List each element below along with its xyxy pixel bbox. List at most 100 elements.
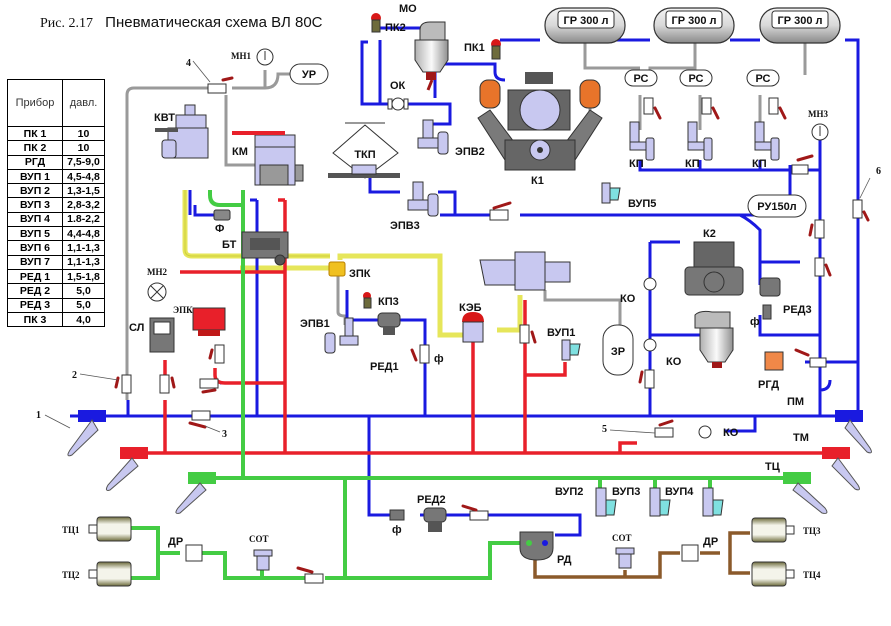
pressure-cell: 4,4-4,8 [62, 226, 105, 242]
red2-reducer [423, 507, 447, 532]
vup5-valve [601, 182, 621, 204]
bt-block [241, 231, 289, 266]
speed-recorder-sl [149, 317, 175, 353]
device-cell: ВУП 5 [7, 226, 63, 242]
kp3-label: КП3 [378, 296, 399, 308]
tc3-label: ТЦ3 [803, 526, 821, 536]
pressure-switch-3: РС [746, 69, 780, 87]
col-header-device: Прибор [7, 79, 63, 127]
dr-label-right: ДР [703, 536, 718, 548]
epv1-valve [324, 317, 359, 354]
choke-dr-right [681, 544, 699, 562]
svg-text:УР: УР [302, 69, 316, 81]
col-header-pressure: давл. [62, 79, 105, 127]
kp-label-2: КП [685, 158, 700, 170]
end-cock-pm-right [835, 410, 872, 454]
pressure-cell: 1,1-1,3 [62, 240, 105, 256]
choke-dr-left [185, 544, 203, 562]
main-reservoir-2: ГР 300 л [653, 7, 735, 44]
svg-text:РС: РС [688, 73, 703, 85]
red3-reducer [759, 277, 781, 320]
gauge-mn1 [256, 48, 274, 66]
device-cell: ПК 3 [7, 311, 63, 328]
callout-1: 1 [36, 410, 41, 421]
device-cell: ВУП 7 [7, 254, 63, 270]
pressure-cell: 4,5-4,8 [62, 168, 105, 185]
kvt-brake-valve [155, 104, 209, 159]
sot-label-left: СОТ [249, 534, 269, 544]
sot-sensor-left [253, 549, 273, 571]
kvt-label: КВТ [154, 112, 175, 124]
tc4-label: ТЦ4 [803, 570, 821, 580]
epv3-label: ЭПВ3 [390, 220, 420, 232]
bt-label: БТ [222, 239, 237, 251]
gauge-mn3 [811, 123, 829, 141]
ko-label-1: КО [620, 293, 636, 305]
tc-label: ТЦ [765, 461, 780, 473]
main-reservoir-3: ГР 300 л [759, 7, 841, 44]
callout-2: 2 [72, 370, 77, 381]
vup5-label: ВУП5 [628, 198, 656, 210]
pk1-label: ПК1 [464, 42, 485, 54]
gauge-mn2 [147, 282, 167, 302]
epk-label: ЭПК [173, 305, 193, 315]
filter-f [213, 209, 231, 221]
brake-cylinder-tc2 [88, 561, 132, 587]
rd-pipes [533, 531, 750, 579]
callout-5: 5 [602, 424, 607, 435]
end-cocks [67, 410, 872, 514]
ok-label: ОК [390, 80, 406, 92]
device-cell: ВУП 2 [7, 183, 63, 199]
compressor-k1 [477, 72, 603, 171]
end-cock-pm-left [67, 410, 106, 457]
tkp-device [328, 122, 400, 179]
figure-number: Рис. 2.17 [40, 16, 93, 31]
epv1-label: ЭПВ1 [300, 318, 330, 330]
phi-label-red2: ф [392, 524, 402, 536]
device-cell: РЕД 2 [7, 283, 63, 299]
vup4-valve [702, 487, 724, 517]
safety-valve-pk1 [491, 39, 501, 60]
callout-6: 6 [876, 166, 881, 177]
aux-pipes [125, 42, 807, 400]
air-distributor [479, 251, 571, 291]
valve-handles [114, 76, 870, 574]
end-cock-tc-left [175, 472, 216, 514]
km-driver-valve [232, 131, 304, 186]
reservoir-ru150: РУ150л [747, 194, 807, 218]
mn3-label: МН3 [808, 109, 828, 119]
phi-label-red1: ф [434, 353, 444, 365]
vup2-label: ВУП2 [555, 486, 583, 498]
device-cell: ВУП 3 [7, 197, 63, 213]
shutoff-valves [121, 83, 863, 584]
brake-cylinder-tc4 [751, 561, 795, 587]
phi-label-red3: ф [750, 316, 760, 328]
k1-label: К1 [531, 175, 544, 187]
mn2-label: МН2 [147, 267, 167, 277]
gr1-label: ГР 300 л [563, 15, 608, 27]
check-valve-ok [387, 97, 409, 111]
epv2-valve [417, 119, 449, 155]
device-cell: ВУП 1 [7, 168, 63, 185]
main-reservoir-1: ГР 300 л [544, 7, 626, 44]
pm-label: ПМ [787, 396, 804, 408]
gr3-label: ГР 300 л [777, 15, 822, 27]
pressure-cell: 5,0 [62, 297, 105, 313]
callout-3: 3 [222, 429, 227, 440]
tc1-label: ТЦ1 [62, 525, 80, 535]
device-cell: ВУП 6 [7, 240, 63, 256]
keb-label: КЭБ [459, 302, 482, 314]
pressure-switch-2: РС [679, 69, 713, 87]
ko-label-2: КО [666, 356, 682, 368]
rd-distributor [519, 531, 554, 561]
keb-valve [462, 312, 484, 343]
